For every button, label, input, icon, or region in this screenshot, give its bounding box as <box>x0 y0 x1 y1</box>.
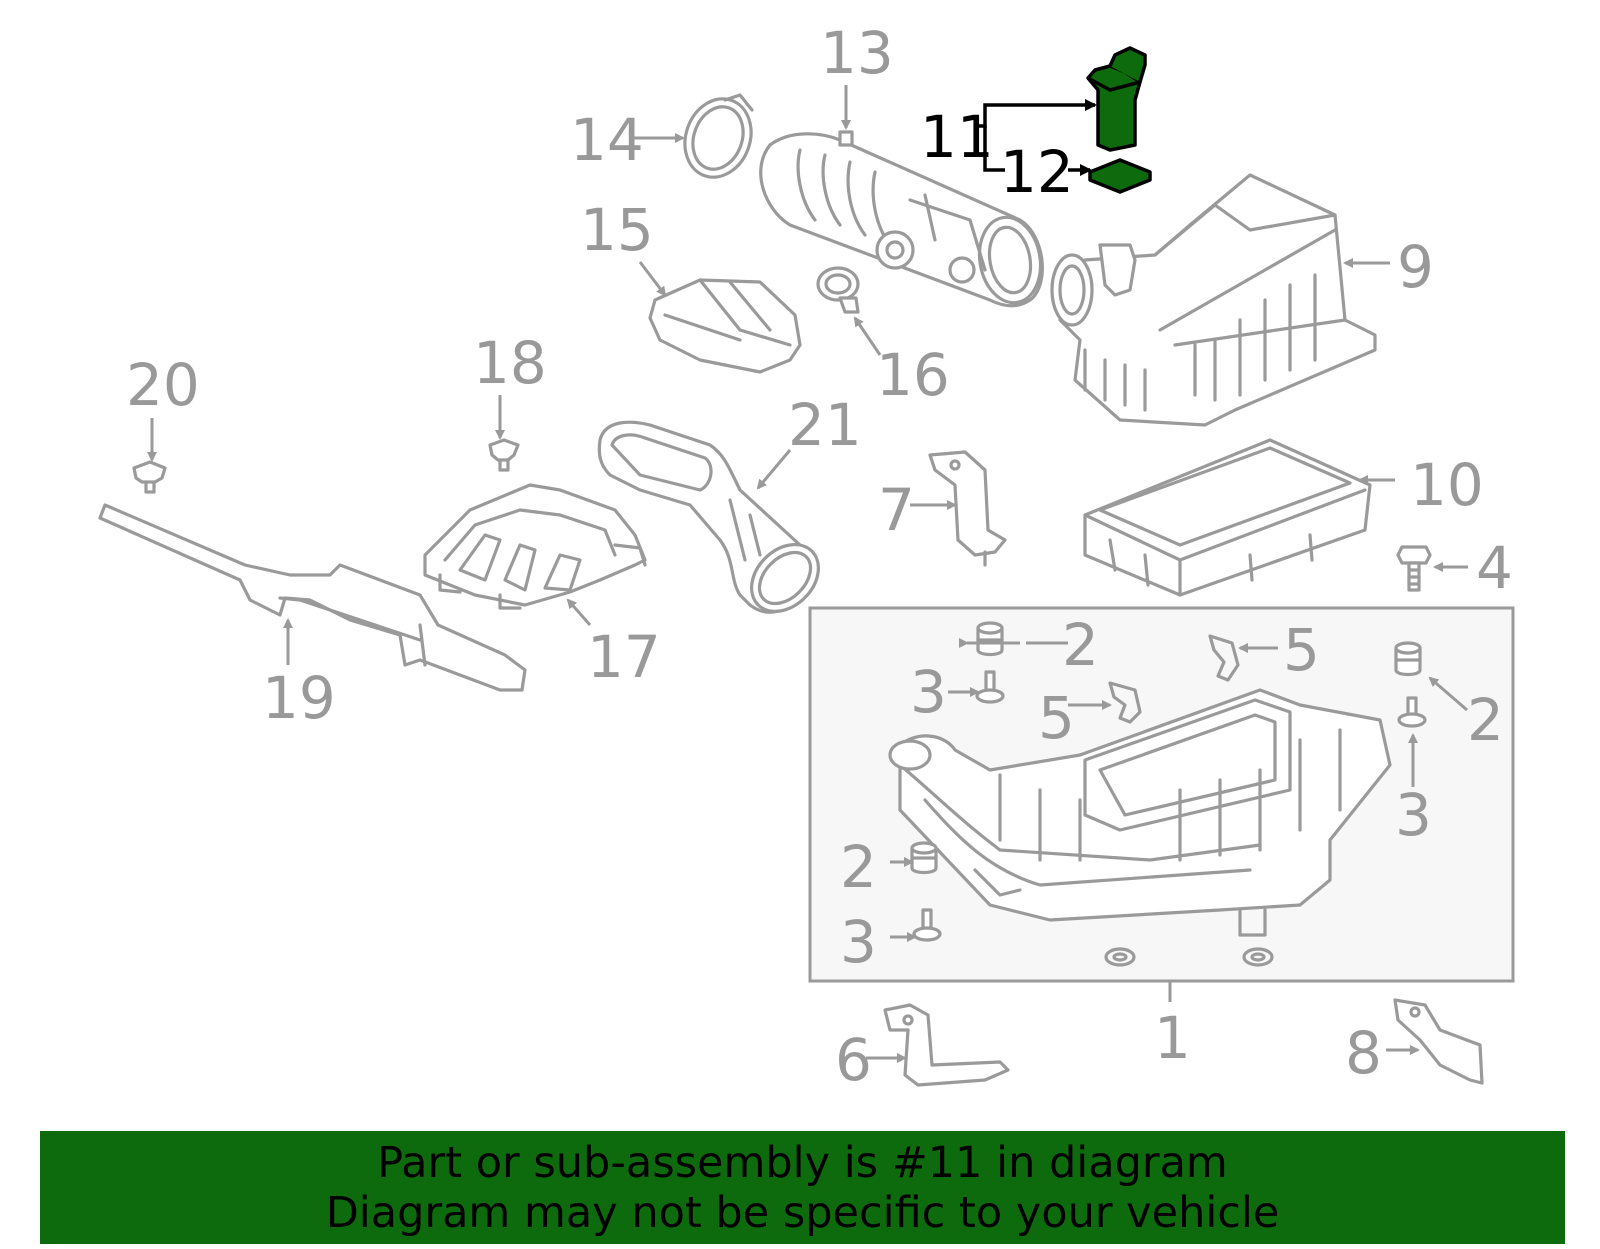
part-16-hose-clamp <box>816 266 860 314</box>
part-2-grommet <box>976 621 1004 657</box>
part-7-bracket <box>928 450 1007 567</box>
part-5-clip <box>1208 634 1240 682</box>
part-3-pin <box>975 670 1005 704</box>
callout-16: 16 <box>876 341 950 409</box>
part-6-bracket <box>883 1003 1010 1087</box>
callout-10: 10 <box>1410 451 1484 519</box>
part-2-grommet <box>1394 641 1422 677</box>
part-1-air-cleaner-lower <box>888 688 1392 967</box>
callout-3: 3 <box>910 658 947 726</box>
callout-20: 20 <box>126 351 200 419</box>
callout-14: 14 <box>570 106 644 174</box>
info-banner: Part or sub-assembly is #11 in diagram D… <box>40 1131 1565 1244</box>
banner-line-2: Diagram may not be specific to your vehi… <box>325 1187 1280 1238</box>
callout-21: 21 <box>788 391 862 459</box>
part-14-clamp <box>683 93 754 179</box>
part-8-bracket <box>1393 998 1484 1085</box>
part-15-cover <box>648 278 802 374</box>
callout-17: 17 <box>587 623 661 691</box>
part-3-pin <box>912 908 942 942</box>
part-4-bolt <box>1396 545 1432 592</box>
callout-18: 18 <box>473 329 547 397</box>
callout-13: 13 <box>820 19 894 87</box>
callout-11: 11 <box>920 103 994 171</box>
callout-2: 2 <box>1467 686 1504 754</box>
part-5-clip <box>1108 681 1142 724</box>
part-19-air-guide <box>98 503 527 692</box>
banner-line-1: Part or sub-assembly is #11 in diagram <box>377 1137 1228 1188</box>
part-13-intake-duct <box>759 130 1044 308</box>
callout-15: 15 <box>580 196 654 264</box>
part-18-clip <box>488 438 520 472</box>
callout-19: 19 <box>262 664 336 732</box>
part-10-filter-element <box>1083 438 1372 597</box>
callout-2: 2 <box>840 833 877 901</box>
callout-5: 5 <box>1038 684 1075 752</box>
part-20-clip <box>132 460 167 494</box>
part-9-air-cleaner-upper <box>1050 173 1377 427</box>
callout-9: 9 <box>1397 233 1434 301</box>
callout-5: 5 <box>1283 616 1320 684</box>
callout-2: 2 <box>1062 611 1099 679</box>
callout-7: 7 <box>878 476 915 544</box>
callout-12: 12 <box>1000 138 1074 206</box>
callout-4: 4 <box>1476 534 1513 602</box>
callout-1: 1 <box>1154 1004 1191 1072</box>
callout-8: 8 <box>1345 1019 1382 1087</box>
part-3-pin <box>1397 696 1427 728</box>
part-21-inlet-duct <box>597 420 820 614</box>
callout-3: 3 <box>840 908 877 976</box>
callout-6: 6 <box>835 1026 872 1094</box>
part-2-grommet <box>910 841 938 875</box>
part-11-airflow-sensor <box>1086 46 1147 152</box>
part-17-resonator-duct <box>423 483 647 610</box>
callout-3: 3 <box>1395 781 1432 849</box>
part-12-seal <box>1088 158 1152 194</box>
